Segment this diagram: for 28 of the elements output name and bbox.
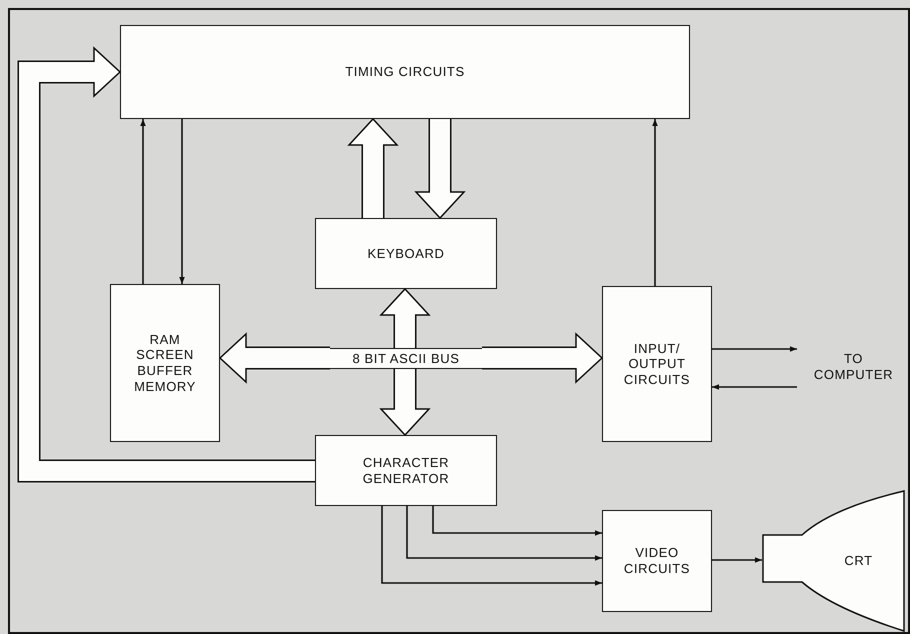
node-label: VIDEO CIRCUITS — [622, 545, 692, 577]
wide-arrow — [379, 369, 431, 436]
node-label: INPUT/ OUTPUT CIRCUITS — [622, 340, 692, 388]
node-label: KEYBOARD — [367, 246, 445, 262]
arrow — [179, 119, 185, 284]
process-box — [110, 284, 220, 442]
arrow — [432, 506, 602, 536]
wide-arrow — [218, 332, 330, 384]
arrow — [712, 557, 762, 563]
arrow — [381, 506, 602, 586]
process-box — [602, 510, 712, 612]
node-label: 8 BIT ASCII BUS — [352, 350, 460, 366]
wide-arrow — [482, 332, 604, 384]
arrow — [712, 384, 797, 390]
wide-arrow — [379, 288, 431, 348]
arrow — [406, 506, 602, 561]
node-label: CHARACTER GENERATOR — [362, 454, 450, 486]
node-label: RAM SCREEN BUFFER MEMORY — [133, 332, 197, 394]
node-label: TO COMPUTER — [812, 351, 894, 383]
arrow — [140, 119, 146, 284]
wide-arrow — [18, 46, 315, 482]
wide-arrow — [347, 118, 399, 218]
node-label: TIMING CIRCUITS — [345, 64, 465, 80]
node-label: CRT — [844, 553, 873, 569]
arrow — [712, 346, 797, 352]
process-box — [602, 286, 712, 442]
wide-arrow — [414, 119, 466, 220]
arrow — [652, 119, 658, 286]
